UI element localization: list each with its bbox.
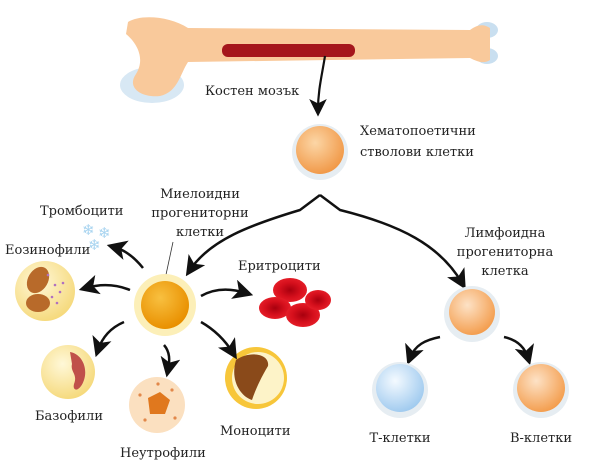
b-cell [513,362,569,418]
svg-text:❄: ❄ [98,224,111,242]
arrow-to-lymphoid [319,194,466,290]
lymphoid-progenitor-cell [444,286,500,342]
hematopoietic-stem-cell [292,124,348,180]
label-lymphoid-2: прогениторна [457,245,554,260]
arrow-to-erythrocytes [200,279,254,299]
label-b-cells: В-клетки [510,431,572,446]
eosinophil-cell [15,261,75,321]
arrow-to-platelets [106,240,144,269]
label-t-cells: Т-клетки [369,431,430,446]
arrow-to-b-cells [503,335,534,366]
label-lymphoid-1: Лимфоидна [465,226,546,241]
arrow-to-neutrophils [160,344,181,378]
svg-text:❄: ❄ [82,221,95,239]
arrow-to-basophils [92,320,125,358]
arrow-to-eosinophils [78,274,131,295]
neutrophil-cell [129,377,185,433]
label-neutrophils: Неутрофили [120,446,206,461]
myeloid-progenitor-cell [134,274,196,336]
arrow-to-t-cells [405,335,441,365]
label-hsc-2: стволови клетки [360,145,474,160]
label-erythrocytes: Еритроцити [238,259,321,274]
monocyte-cell [225,347,287,409]
label-hsc-1: Хематопоетични [360,124,476,139]
label-bone-marrow: Костен мозък [205,84,299,99]
label-basophils: Базофили [35,409,103,424]
platelets-icon: ❄ ❄ ❄ [82,221,111,254]
arrow-to-myeloid [185,194,321,277]
label-myeloid-3: клетки [176,225,224,240]
label-eosinophils: Еозинофили [5,243,90,258]
arrow-to-monocytes [200,320,237,360]
svg-text:❄: ❄ [88,236,101,254]
label-myeloid-1: Миелоидни [160,187,240,202]
bone-illustration [120,17,498,103]
arrow-marrow-to-hsc [309,55,327,117]
label-platelets: Тромбоцити [40,204,123,219]
label-monocytes: Моноцити [220,424,291,439]
label-myeloid-2: прогениторни [151,206,248,221]
basophil-cell [41,345,95,399]
erythrocytes-cluster [259,278,331,327]
label-lymphoid-3: клетка [481,264,528,279]
t-cell [372,362,428,418]
bone-marrow-region [222,44,355,57]
